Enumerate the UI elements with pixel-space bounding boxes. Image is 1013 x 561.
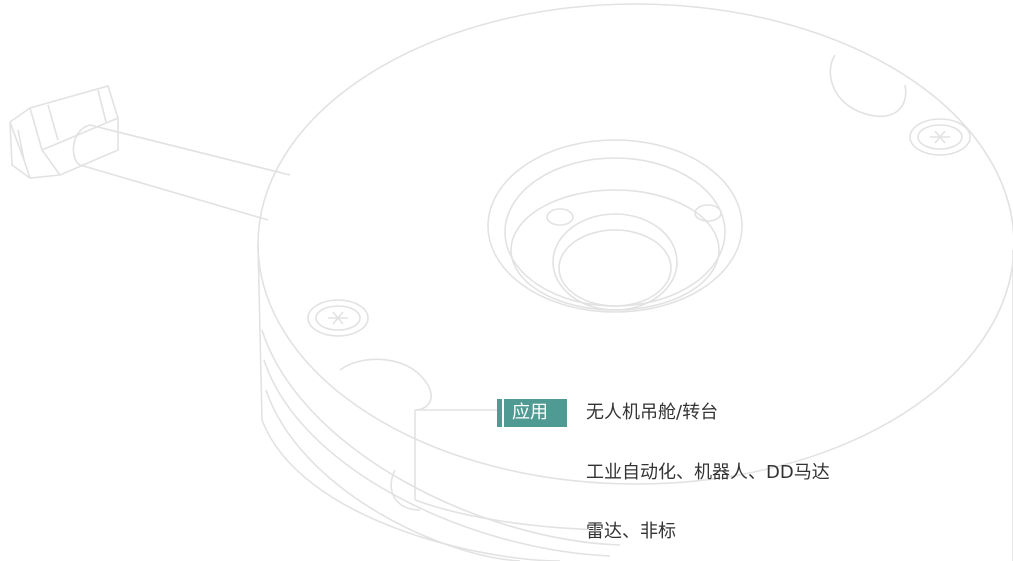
applications-tag: 应用 xyxy=(497,399,567,427)
application-item: 无人机吊舱/转台 xyxy=(586,402,719,423)
application-item: 工业自动化、机器人、DD马达 xyxy=(586,462,830,483)
encoder-body-illustration xyxy=(257,3,1013,561)
applications-panel: 应用 无人机吊舱/转台 工业自动化、机器人、DD马达 雷达、非标 xyxy=(497,397,917,561)
cable-connector-illustration xyxy=(9,85,291,221)
application-item: 雷达、非标 xyxy=(586,521,676,542)
